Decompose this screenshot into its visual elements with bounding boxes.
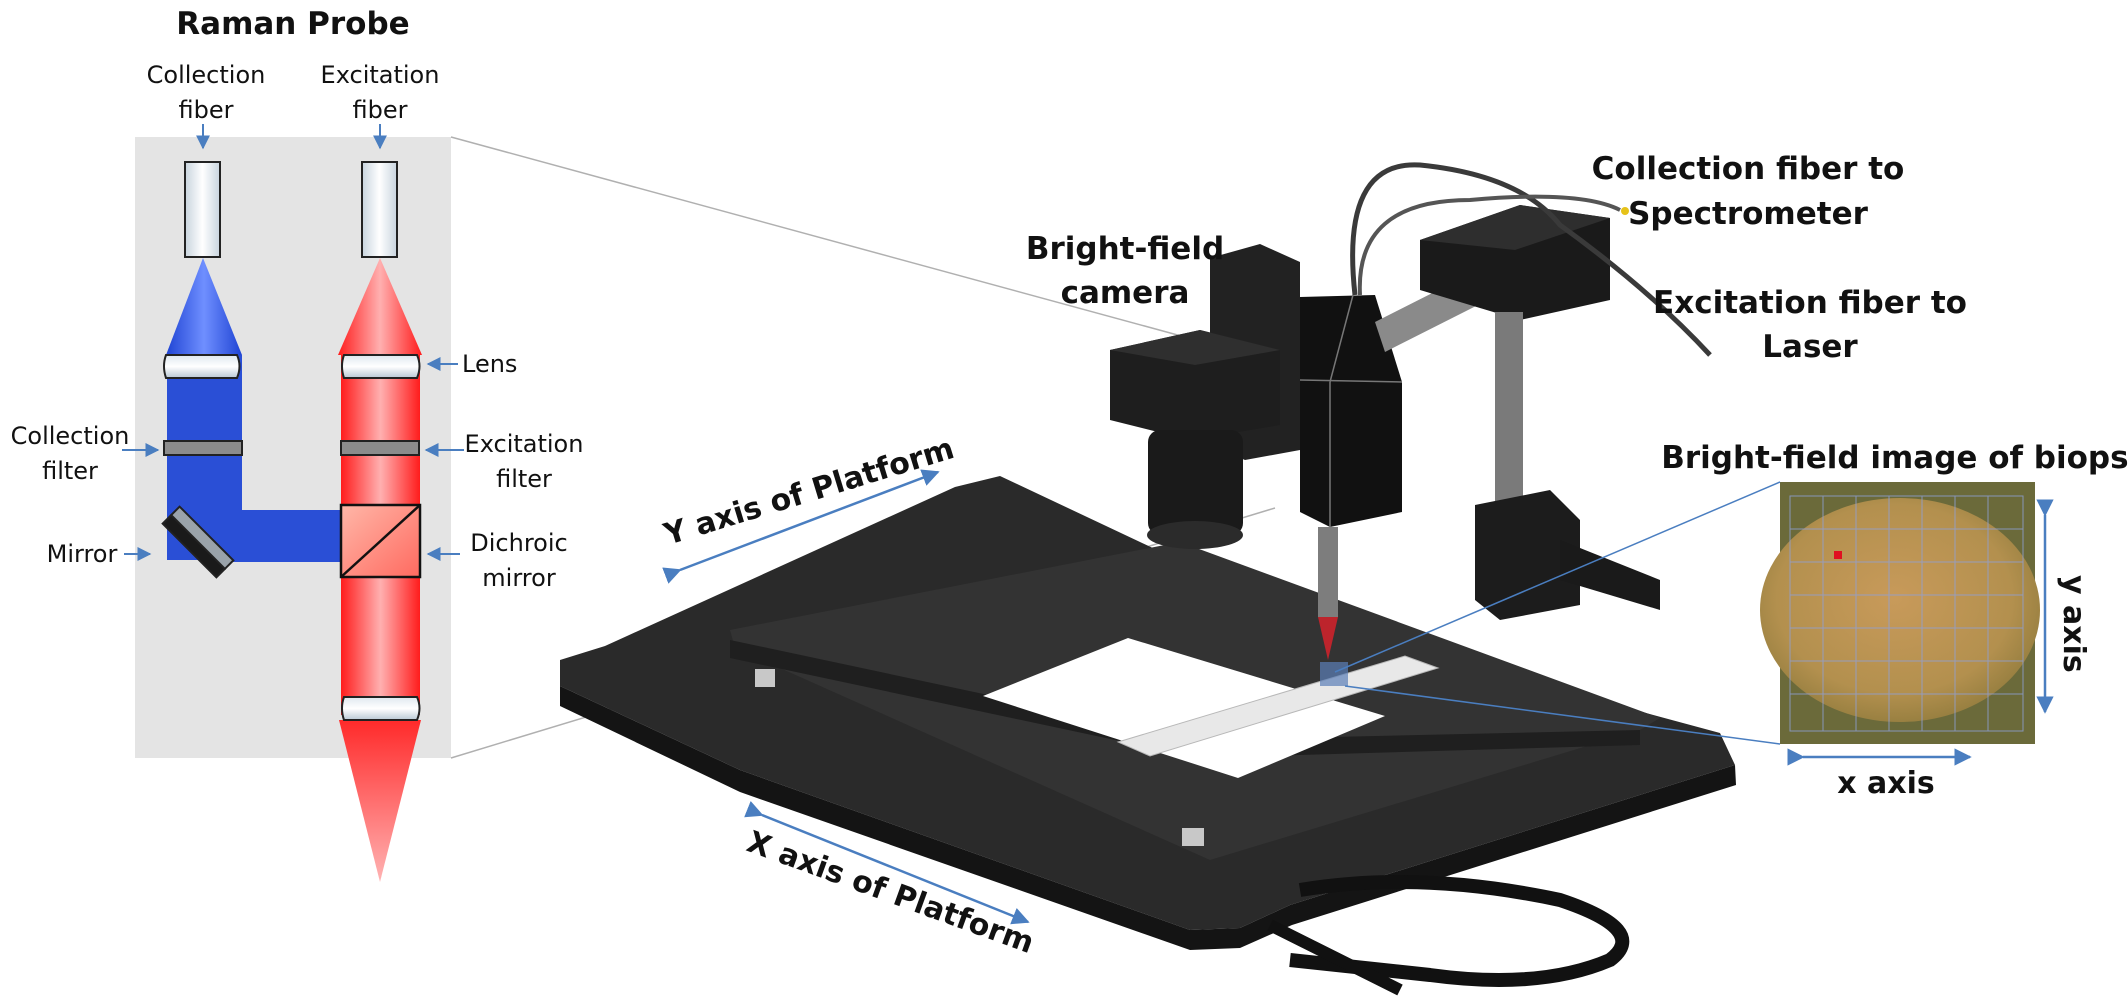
dichroic-mirror-label-line1: Dichroic xyxy=(470,529,567,557)
biopsy-sample-point xyxy=(1834,551,1842,559)
collection-fiber-label-line2: fiber xyxy=(179,96,234,124)
collection-beam xyxy=(166,258,344,562)
biopsy-x-axis-label: x axis xyxy=(1837,766,1935,801)
raman-probe-head xyxy=(1299,294,1403,660)
camera-label-line1: Bright-field xyxy=(1026,231,1224,267)
probe-support xyxy=(1375,205,1660,620)
excitation-lens-top xyxy=(341,354,421,379)
bright-field-camera xyxy=(1110,244,1300,549)
collection-fiber-spectrometer-line2: Spectrometer xyxy=(1628,196,1868,232)
collection-fiber-spectrometer-line1: Collection fiber to xyxy=(1592,151,1905,187)
excitation-fiber-label-line1: Excitation xyxy=(321,61,440,89)
platform-cable-tail xyxy=(1267,919,1403,996)
excitation-fiber-tip xyxy=(361,161,398,258)
collection-filter-plate xyxy=(163,440,243,456)
mirror-label: Mirror xyxy=(47,540,118,568)
biopsy-title: Bright-field image of biopsy xyxy=(1661,440,2128,476)
dichroic-cube xyxy=(339,503,422,579)
excitation-filter-label-line1: Excitation xyxy=(465,430,584,458)
excitation-fiber-laser-line2: Laser xyxy=(1762,329,1858,365)
platform-window xyxy=(983,638,1385,778)
collection-fiber-label-line1: Collection xyxy=(147,61,266,89)
x-axis-platform-arrow xyxy=(744,801,1030,925)
excitation-lens-bottom xyxy=(341,696,421,721)
rail-block-left xyxy=(755,669,775,687)
biopsy-zoom-line-bottom xyxy=(1344,685,1781,745)
sample-on-slide xyxy=(1320,662,1348,686)
raman-probe-panel: Raman Probe Collection fiber Excitation … xyxy=(11,6,584,882)
fiber-cable-laser xyxy=(1350,162,1712,357)
sample-slide xyxy=(1116,655,1440,757)
excitation-beam-cone-top xyxy=(338,258,422,355)
dichroic-mirror-label-line2: mirror xyxy=(482,564,556,592)
microscope-setup xyxy=(560,162,1736,996)
excitation-fiber-laser-line1: Excitation fiber to xyxy=(1653,285,1967,321)
collection-lens xyxy=(163,354,241,379)
collection-filter-label-line2: filter xyxy=(42,457,98,485)
excitation-beam-cone-bottom xyxy=(339,720,421,882)
probe-title: Raman Probe xyxy=(176,6,409,42)
rail-block-bottom xyxy=(1182,828,1204,846)
biopsy-y-axis-label: y axis xyxy=(2056,575,2091,673)
camera-label-line2: camera xyxy=(1061,275,1190,311)
fiber-end-yellow xyxy=(1621,207,1629,215)
biopsy-inset: Bright-field image of biopsy y axis x ax… xyxy=(1334,440,2128,801)
biopsy-grid xyxy=(1789,495,2024,732)
platform-cable xyxy=(1289,875,1630,987)
platform-stage-rail xyxy=(730,640,1640,758)
mirror-element xyxy=(161,505,235,579)
collection-beam-cone xyxy=(166,258,242,355)
excitation-filter-label-line2: filter xyxy=(496,465,552,493)
y-axis-platform-arrow xyxy=(662,469,940,584)
collection-filter-label-line1: Collection xyxy=(11,422,130,450)
biopsy-zoom-line-top xyxy=(1334,481,1781,673)
lens-label: Lens xyxy=(462,350,517,378)
excitation-fiber-label-line2: fiber xyxy=(353,96,408,124)
biopsy-tissue xyxy=(1760,498,2040,722)
fiber-cable-spectrometer xyxy=(1357,194,1621,296)
excitation-filter-plate xyxy=(340,440,420,456)
probe-laser-spot xyxy=(1318,617,1338,660)
collection-fiber-tip xyxy=(184,161,221,258)
